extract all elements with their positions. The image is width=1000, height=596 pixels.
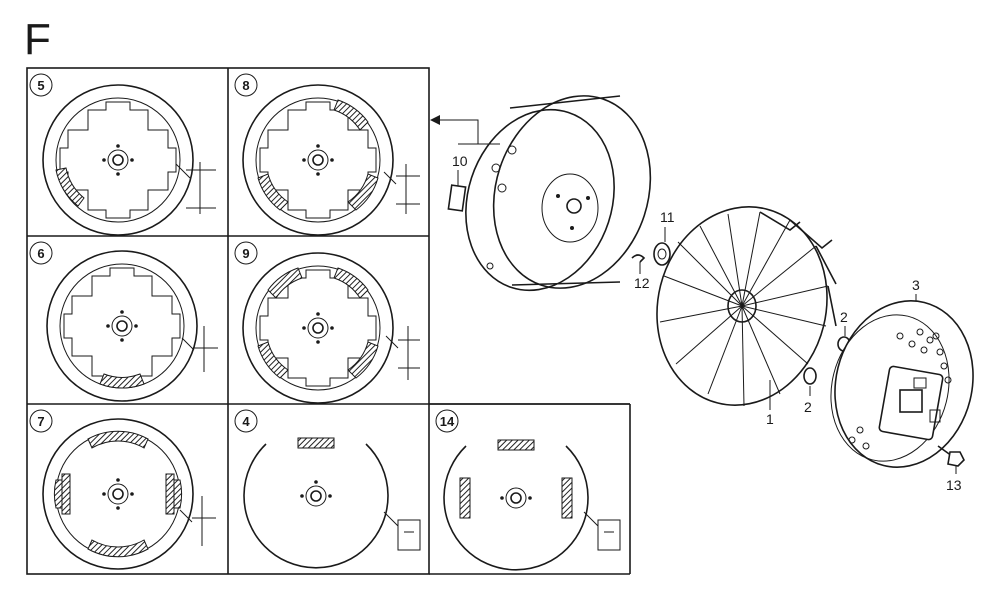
panel-7: 7	[29, 409, 216, 570]
panel-4: 4	[234, 409, 421, 569]
section-label: F	[24, 15, 51, 64]
callout-2a: 2	[840, 309, 848, 325]
magnet-symbol-9	[385, 326, 420, 380]
part-13-bolt: 13	[937, 445, 965, 493]
panel-label-5: 5	[37, 78, 44, 93]
panel-label-7: 7	[37, 414, 44, 429]
part-10: 10	[447, 153, 468, 212]
callout-3: 3	[912, 277, 920, 293]
part-12-pin: 12	[631, 254, 650, 291]
magnet-symbol-5	[175, 162, 216, 214]
callout-1: 1	[766, 411, 774, 427]
flywheel-drum	[465, 95, 652, 292]
rotor-figure-5	[42, 84, 194, 236]
panel-5: 5	[29, 73, 216, 236]
rotor-figure-14	[443, 439, 589, 571]
panel-6: 6	[29, 241, 218, 402]
panel-8: 8	[234, 73, 420, 236]
panel-14: 14	[435, 409, 621, 571]
callout-2b: 2	[804, 399, 812, 415]
panel-grid	[26, 67, 631, 575]
rotor-figure-8	[242, 84, 394, 236]
part-1-fan: 1	[656, 206, 837, 427]
panel-label-6: 6	[37, 246, 44, 261]
rotor-figure-7	[42, 418, 194, 570]
rotor-figure-9	[242, 252, 394, 404]
callout-12: 12	[634, 275, 650, 291]
part-11-nut: 11	[653, 209, 675, 266]
callout-13: 13	[946, 477, 962, 493]
rotor-figure-4	[243, 437, 389, 569]
part-3-starter-pulley: 3	[830, 277, 974, 468]
callout-11: 11	[660, 209, 675, 225]
panel-label-8: 8	[242, 78, 249, 93]
magnet-symbol-8	[383, 164, 420, 214]
magnet-symbol-4	[383, 511, 421, 551]
part-2-washer-b: 2	[803, 367, 817, 415]
rotor-figure-6	[46, 250, 198, 402]
panel-label-9: 9	[242, 246, 249, 261]
panel-label-4: 4	[242, 414, 250, 429]
magnet-symbol-7	[179, 496, 216, 546]
callout-10: 10	[452, 153, 468, 169]
magnet-symbol-14	[583, 511, 621, 551]
panel-leader-arrow	[430, 115, 500, 145]
magnet-symbol-6	[181, 326, 218, 372]
panel-label-14: 14	[440, 414, 455, 429]
panel-9: 9	[234, 241, 420, 404]
